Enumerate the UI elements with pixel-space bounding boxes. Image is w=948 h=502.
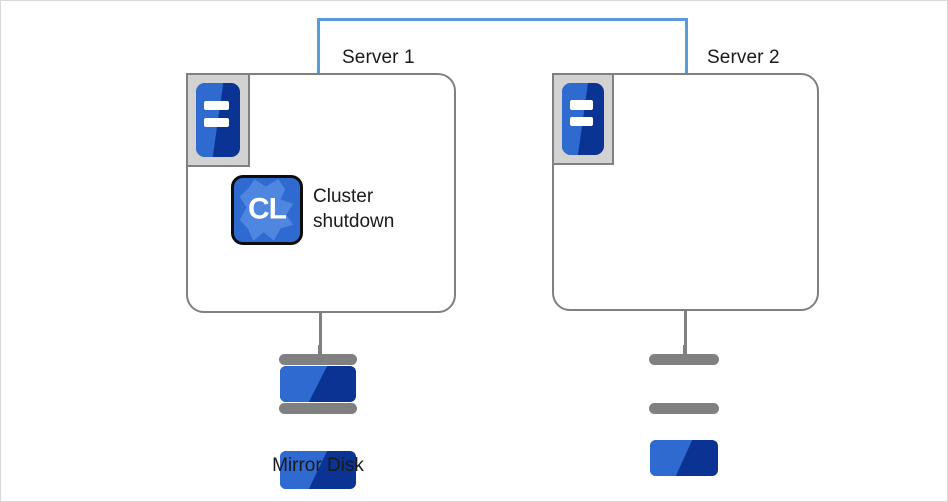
server2-badge xyxy=(552,73,614,165)
interconnect-right-segment xyxy=(685,18,688,74)
server1-disk-platter-top xyxy=(280,366,356,402)
server2-disk-stem xyxy=(683,345,687,357)
server-icon-bar-top xyxy=(569,100,594,110)
cluster-shutdown-icon: CL xyxy=(231,175,303,245)
server1-disk-platter-bottom xyxy=(280,451,356,489)
server1-label: Server 1 xyxy=(342,47,415,68)
server1-badge xyxy=(186,73,250,167)
server1-disk-connector xyxy=(319,313,322,355)
server1-disk-plate-bottom xyxy=(279,403,357,414)
disk-highlight xyxy=(280,366,328,402)
server2-disk-platter-top xyxy=(650,440,718,476)
mirror-disk-label: Mirror Disk xyxy=(272,455,364,476)
server-icon-bar-top xyxy=(203,100,229,111)
server1-disk-plate-top xyxy=(279,354,357,365)
interconnect-top-segment xyxy=(317,18,688,21)
server-icon-bar-bottom xyxy=(569,116,594,127)
server-icon xyxy=(562,83,604,155)
interconnect-left-segment xyxy=(317,18,320,74)
server2-label: Server 2 xyxy=(707,47,780,68)
server2-disk-plate-top xyxy=(649,354,719,365)
server-icon-bar-bottom xyxy=(203,117,229,128)
cluster-shutdown-caption: Cluster shutdown xyxy=(313,186,395,232)
server2-box xyxy=(552,73,819,311)
cluster-icon-text: CL xyxy=(248,192,287,226)
disk-highlight xyxy=(650,440,693,476)
server-icon xyxy=(196,83,240,157)
server2-disk-plate-bottom xyxy=(649,403,719,414)
server2-disk-connector xyxy=(684,311,687,355)
server1-disk-stem xyxy=(318,345,322,357)
